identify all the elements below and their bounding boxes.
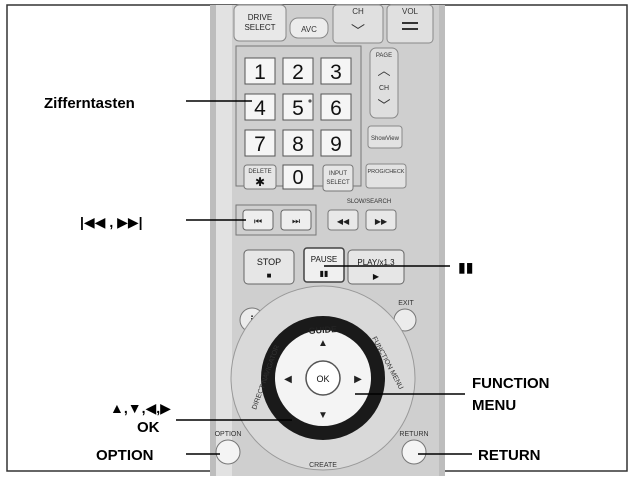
pause-callout: ▮▮ [458, 259, 473, 275]
showview-label: ShowView [371, 136, 400, 142]
page-label: PAGE [376, 53, 392, 59]
key-7-label: 7 [254, 133, 266, 156]
key-4-label: 4 [254, 97, 266, 120]
chevron-up-icon: ︿ [377, 63, 390, 78]
avc-label: AVC [301, 25, 317, 34]
pause-label: PAUSE [311, 255, 338, 264]
create-label: CREATE [309, 462, 337, 469]
ok-callout: OK [137, 419, 160, 436]
chevron-down-icon: ﹀ [351, 23, 365, 39]
input-label: INPUT [329, 171, 347, 177]
key-0-label: 0 [292, 167, 303, 189]
input-select-button[interactable] [323, 165, 353, 191]
asterisk-icon: ✱ [255, 175, 265, 189]
ok-label: OK [316, 374, 329, 384]
cursor-right-icon: ▶ [354, 374, 362, 385]
drive-label: DRIVE [248, 13, 272, 22]
return-callout: RETURN [478, 447, 541, 464]
number-keys-callout: Zifferntasten [44, 95, 135, 112]
cursor-down-icon: ▼ [318, 410, 328, 421]
fast-forward-icon: ▶▶ [375, 217, 388, 226]
vol-label: VOL [402, 7, 419, 16]
stop-label: STOP [257, 257, 281, 267]
slow-search-label: SLOW/SEARCH [347, 199, 391, 205]
cursor-left-icon: ◀ [284, 374, 292, 385]
key-3-label: 3 [330, 61, 342, 84]
option-label: OPTION [215, 431, 242, 438]
function-menu-callout-line2: MENU [472, 397, 516, 414]
minus-icon [402, 22, 418, 24]
prog-check-label: PROG/CHECK [368, 169, 405, 175]
guide-label: GUIDE [308, 324, 337, 336]
function-menu-callout: FUNCTION [472, 375, 550, 392]
skip-back-icon: ⏮ [254, 216, 262, 226]
key-5-label: 5 [292, 97, 304, 120]
key-2-label: 2 [292, 61, 304, 84]
key-1-label: 1 [254, 61, 266, 84]
tactile-dot-icon [308, 99, 311, 102]
ch-label: CH [379, 85, 389, 92]
select-label: SELECT [244, 23, 275, 32]
option-button[interactable] [216, 440, 240, 464]
rewind-icon: ◀◀ [337, 217, 350, 226]
remote-highlight [216, 5, 232, 476]
option-callout: OPTION [96, 447, 154, 464]
top-buttons: DRIVE SELECT AVC CH ﹀ VOL [234, 5, 433, 43]
exit-label: EXIT [398, 300, 414, 307]
ch-top-label: CH [352, 7, 364, 16]
play-icon: ▶ [373, 272, 380, 281]
pause-icon: ▮▮ [320, 269, 329, 278]
skip-callout: |◀◀ , ▶▶| [80, 214, 143, 230]
return-label: RETURN [399, 431, 428, 438]
return-button[interactable] [402, 440, 426, 464]
minus-icon [402, 28, 418, 30]
chevron-down-icon: ﹀ [377, 98, 390, 113]
key-9-label: 9 [330, 133, 342, 156]
skip-forward-icon: ⏭ [292, 216, 300, 226]
stop-icon: ■ [267, 271, 272, 280]
prog-check-button[interactable] [366, 164, 406, 188]
cursor-up-icon: ▲ [318, 338, 328, 349]
key-8-label: 8 [292, 133, 304, 156]
navigation-cluster: ▲ ▼ ◀ ▶ OK GUIDE DIRECT NAVIGATOR FUNCTI… [231, 286, 415, 470]
select-label: SELECT [326, 180, 350, 186]
cursor-callout: ▲,▼,◀,▶ [110, 400, 171, 416]
key-6-label: 6 [330, 97, 342, 120]
